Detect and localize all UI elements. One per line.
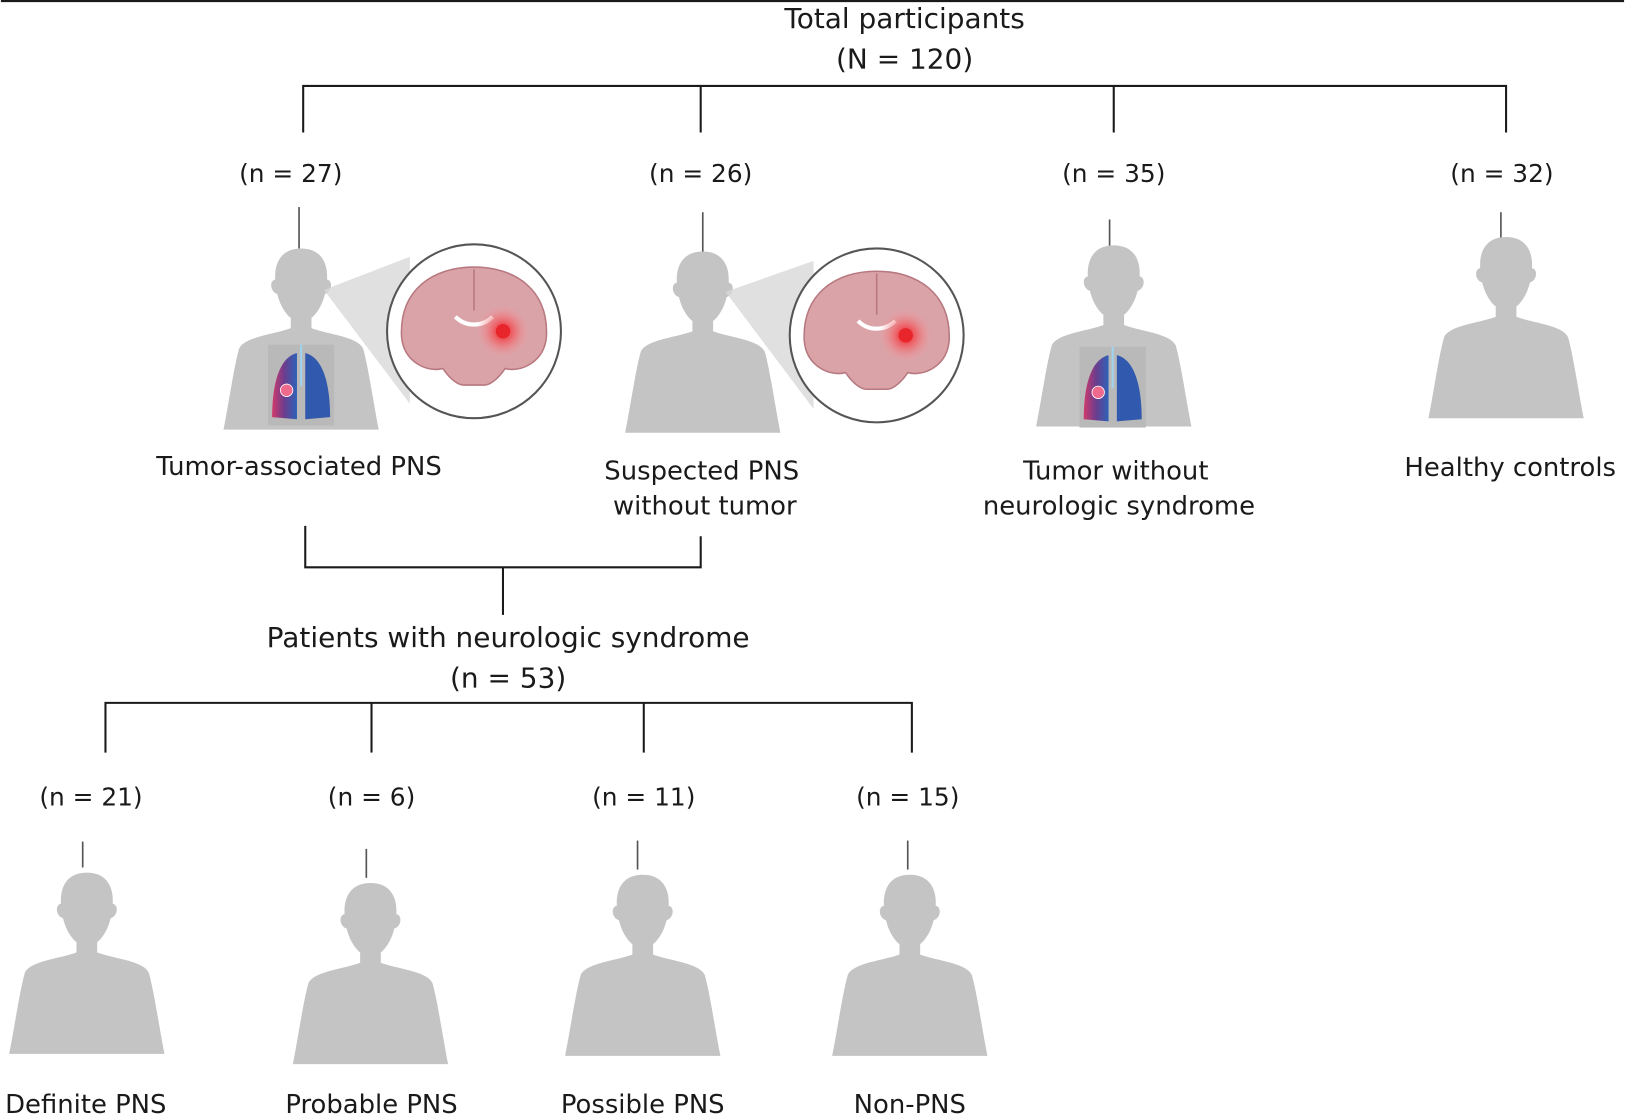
person-icon	[832, 874, 988, 1056]
group-label-line-1: Suspected PNS	[604, 456, 799, 486]
subgroup-count: (n = 6)	[328, 782, 416, 811]
root-count: (N = 120)	[836, 42, 973, 75]
person-icon	[1428, 237, 1584, 419]
subgroup-probable-pns: (n = 6) Probable PNS	[285, 782, 457, 1118]
lung-tumor-icon	[1078, 345, 1147, 429]
group-count: (n = 35)	[1062, 159, 1165, 188]
group-healthy-controls: (n = 32) Healthy controls	[1404, 159, 1616, 483]
person-icon	[565, 874, 721, 1056]
brain-lesion-icon	[790, 248, 964, 422]
subgroup-count: (n = 15)	[856, 782, 959, 811]
person-icon	[292, 883, 449, 1065]
subgroup-non-pns: (n = 15) Non-PNS	[832, 782, 988, 1118]
group-label: Tumor-associated PNS	[155, 452, 441, 482]
person-icon	[9, 872, 165, 1054]
group-label-line-2: without tumor	[613, 491, 797, 521]
group-tumor-without-neurologic-syndrome: (n = 35) Tumor without neurologic syndro…	[983, 159, 1255, 521]
subgroup-definite-pns: (n = 21) Definite PNS	[5, 782, 166, 1118]
group-count: (n = 27)	[239, 159, 342, 188]
subgroup-label: Definite PNS	[5, 1090, 166, 1118]
root-title: Total participants	[783, 2, 1024, 35]
group-count: (n = 26)	[649, 159, 752, 188]
group-label-line-2: neurologic syndrome	[983, 491, 1255, 521]
subtotal-title: Patients with neurologic syndrome	[267, 621, 750, 654]
root-connector	[0, 0, 1625, 133]
subgroup-label: Possible PNS	[561, 1090, 725, 1118]
group-label: Healthy controls	[1404, 453, 1616, 483]
subgroup-count: (n = 21)	[39, 782, 142, 811]
group-tumor-associated-pns: (n = 27) Tumor-associated PNS	[155, 159, 561, 482]
group-count: (n = 32)	[1450, 159, 1553, 188]
person-icon	[625, 251, 781, 433]
subgroup-label: Non-PNS	[854, 1090, 966, 1118]
lung-tumor-icon	[266, 343, 336, 427]
subgroup-label: Probable PNS	[285, 1090, 457, 1118]
group-label-line-1: Tumor without	[1022, 456, 1208, 486]
subgroup-count: (n = 11)	[592, 782, 695, 811]
group-suspected-pns-without-tumor: (n = 26) Suspected PNS without tumor	[604, 159, 963, 521]
subtotal-connector	[104, 701, 913, 753]
merge-connector	[304, 525, 702, 615]
brain-lesion-icon	[387, 244, 561, 418]
subtotal-count: (n = 53)	[450, 661, 566, 694]
subgroup-possible-pns: (n = 11) Possible PNS	[561, 782, 725, 1118]
